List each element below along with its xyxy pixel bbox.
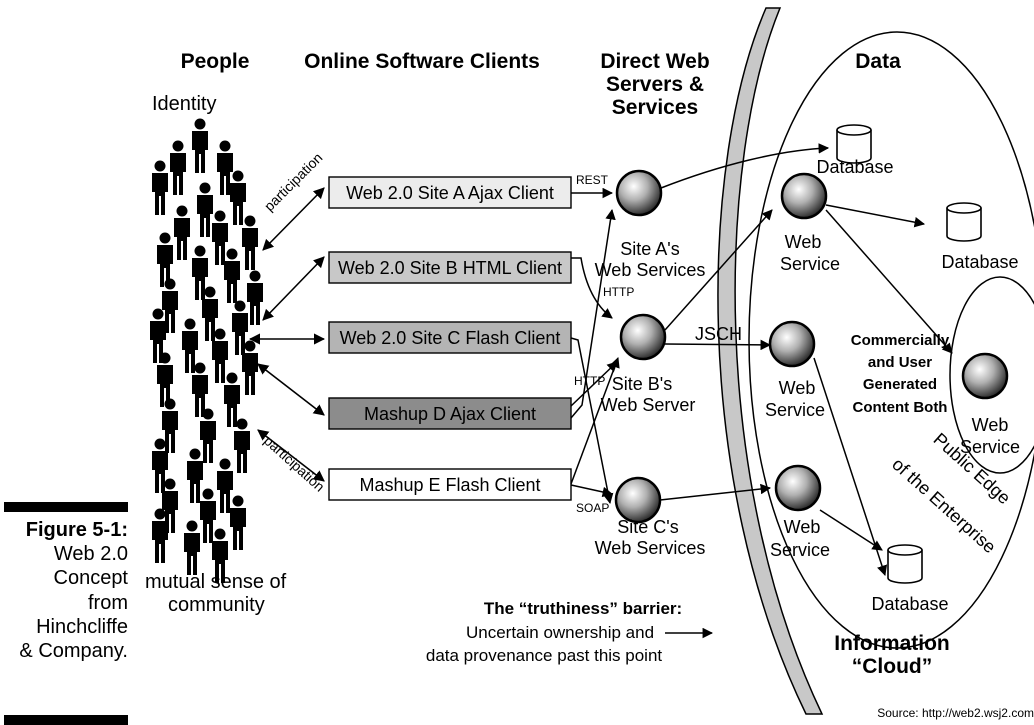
protocol-soap: SOAP: [576, 501, 609, 515]
client-label: Web 2.0 Site A Ajax Client: [346, 183, 554, 203]
client-label: Web 2.0 Site C Flash Client: [340, 328, 561, 348]
server-label: Site B's: [612, 374, 672, 394]
person-icon: [230, 170, 246, 225]
ws-label: Service: [765, 400, 825, 420]
header-servers: Direct Web: [600, 50, 709, 73]
commercial-label: Generated: [863, 376, 937, 393]
database-icon-right: [946, 202, 982, 242]
cloud-label: “Cloud”: [852, 655, 932, 678]
person-icon: [247, 270, 263, 325]
protocol-http: HTTP: [603, 285, 634, 299]
web-service-1: Web Service: [780, 172, 840, 274]
header-servers: Servers &: [606, 73, 704, 96]
commercial-label: and User: [868, 354, 932, 371]
person-icon: [152, 160, 168, 215]
client-box-b: Web 2.0 Site B HTML Client: [328, 251, 572, 284]
client-label: Web 2.0 Site B HTML Client: [338, 258, 562, 278]
ws-label: Web: [779, 378, 816, 398]
header-data: Data: [855, 50, 901, 73]
header-clients: Online Software Clients: [304, 50, 540, 73]
database-label-right: Database: [941, 252, 1018, 272]
person-icon: [217, 458, 233, 513]
ws-label: Web: [784, 517, 821, 537]
participation-label-top: participation: [261, 149, 326, 214]
protocol-jsch: JSCH: [695, 324, 742, 344]
server-label: Web Services: [595, 260, 706, 280]
server-site-a: Site A's Web Services: [595, 169, 706, 280]
source-credit: Source: http://web2.wsj2.com: [877, 706, 1034, 720]
caption-line: from: [88, 591, 128, 614]
person-icon: [200, 488, 216, 543]
person-icon: [170, 140, 186, 195]
protocol-http: HTTP: [574, 374, 605, 388]
caption-line: Concept: [53, 567, 129, 590]
information-cloud: [748, 31, 1034, 649]
server-label: Web Server: [601, 395, 696, 415]
caption-rule-bottom: [4, 715, 128, 725]
ws-label: Web: [972, 415, 1009, 435]
server-site-c: Site C's Web Services: [595, 476, 706, 558]
ws-label: Service: [780, 254, 840, 274]
community-label: community: [168, 594, 265, 616]
figure-caption: Web 2.0 Concept from Hinchcliffe & Compa…: [4, 542, 128, 663]
person-icon: [224, 372, 240, 427]
client-box-e: Mashup E Flash Client: [328, 468, 572, 501]
person-icon: [187, 448, 203, 503]
commercial-content-label: Commercially and User Generated Content …: [851, 332, 950, 416]
person-icon: [174, 205, 190, 260]
client-box-a: Web 2.0 Site A Ajax Client: [328, 176, 572, 209]
barrier-text: Uncertain ownership and: [466, 623, 654, 642]
web-service-2: Web Service: [765, 320, 825, 420]
person-icon: [184, 520, 200, 575]
identity-label: Identity: [152, 93, 216, 115]
person-icon: [224, 248, 240, 303]
client-box-d: Mashup D Ajax Client: [328, 397, 572, 430]
truthiness-barrier: [717, 7, 824, 715]
barrier-title: The “truthiness” barrier:: [484, 599, 682, 618]
server-label: Web Services: [595, 538, 706, 558]
client-label: Mashup E Flash Client: [359, 475, 540, 495]
person-icon: [197, 182, 213, 237]
web-service-3: Web Service: [770, 464, 830, 560]
header-people: People: [181, 50, 250, 73]
caption-line: Web 2.0: [53, 543, 128, 565]
caption-line: & Company.: [19, 640, 128, 663]
web-service-edge: Web Service: [960, 352, 1020, 457]
person-icon: [242, 215, 258, 270]
person-icon: [230, 495, 246, 550]
person-icon: [192, 118, 208, 173]
server-label: Site A's: [620, 239, 679, 259]
barrier-text: data provenance past this point: [426, 646, 663, 665]
people-crowd: Identity mutual sense of community: [145, 93, 287, 616]
community-label: mutual sense of: [145, 571, 287, 593]
figure-label: Figure 5-1:: [25, 519, 128, 541]
ws-label: Service: [770, 540, 830, 560]
header-servers: Services: [612, 96, 698, 119]
client-label: Mashup D Ajax Client: [364, 404, 536, 424]
commercial-label: Content Both: [853, 399, 948, 416]
commercial-label: Commercially: [851, 332, 950, 349]
cloud-label: Information: [834, 632, 950, 655]
participation-label-bottom: participation: [261, 432, 328, 494]
database-label-top: Database: [816, 157, 893, 177]
person-icon: [212, 210, 228, 265]
server-label: Site C's: [617, 517, 678, 537]
server-site-b: Site B's Web Server: [601, 313, 696, 415]
protocol-rest: REST: [576, 173, 609, 187]
ws-label: Web: [785, 232, 822, 252]
client-box-c: Web 2.0 Site C Flash Client: [328, 321, 572, 354]
caption-rule-top: [4, 502, 128, 512]
database-icon-bottom: [887, 544, 923, 584]
public-edge-ellipse: [949, 276, 1034, 474]
caption-line: Hinchcliffe: [36, 615, 128, 638]
database-label-bottom: Database: [871, 594, 948, 614]
ws-label: Service: [960, 437, 1020, 457]
